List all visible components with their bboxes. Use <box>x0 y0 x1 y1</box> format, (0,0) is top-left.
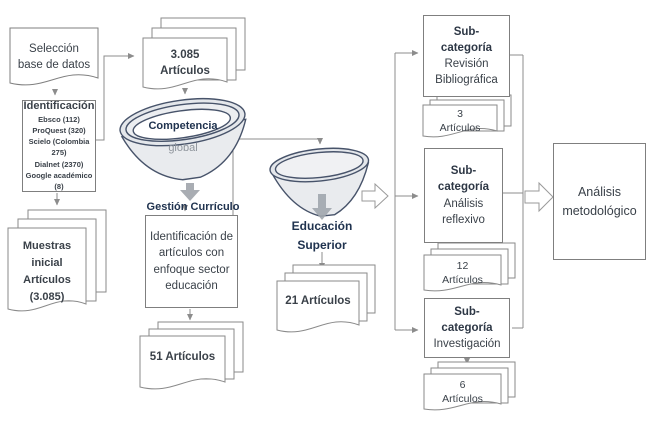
document-stack-muestras <box>7 209 107 312</box>
database-item: Dialnet (2370) <box>34 159 84 169</box>
articulos-51-doc-label: 51 Artículos <box>149 350 216 363</box>
document-stack-21 <box>276 264 376 333</box>
articulos-21-doc-label: 21 Artículos <box>285 294 351 307</box>
database-item: ProQuest (320) <box>32 125 86 135</box>
identificacion-title: Identificación <box>23 99 95 112</box>
block-arrow-to-analisis-icon <box>524 181 554 213</box>
educacion-superior-label: Educación Superior <box>291 219 353 252</box>
identificacion-box: Identificación Ebsco (112) ProQuest (320… <box>22 100 96 192</box>
subcategory-title: Sub- categoría <box>441 305 493 334</box>
analisis-metodologico-box: Análisis metodológico <box>553 143 646 260</box>
document-stack-3085 <box>142 17 246 90</box>
block-arrow-to-subcategories-icon <box>361 182 389 210</box>
database-item: Google académico (8) <box>25 170 93 192</box>
database-item: Ebsco (112) <box>38 114 80 124</box>
subcategory-box-analisis-reflexivo: Sub- categoría Análisis reflexivo <box>424 148 503 243</box>
funnel1-label-competencia: Competencia <box>148 120 218 132</box>
subcategory-body: Análisis reflexivo <box>442 197 485 226</box>
articulos-6-doc-label: 6 Artículos <box>442 378 483 405</box>
funnel1-output-arrow-icon <box>180 183 200 201</box>
subcategory-body: Revisión Bibliográfica <box>435 58 498 87</box>
articulos-12-doc-label: 12 Artículos <box>442 259 483 286</box>
database-list: Ebsco (112) ProQuest (320) Scielo (Colom… <box>24 114 94 193</box>
subcategory-box-revision: Sub- categoría Revisión Bibliográfica <box>423 15 510 97</box>
document-stack-12 <box>423 242 516 292</box>
document-stack-3 <box>422 94 512 138</box>
subcategory-title: Sub- categoría <box>437 165 490 194</box>
enfoque-box: Identificación de artículos con enfoque … <box>145 215 238 308</box>
articulos-3-doc-label: 3 Artículos <box>439 107 481 134</box>
document-stack-6 <box>423 361 516 411</box>
seleccion-doc-label: Selección base de datos <box>17 42 91 71</box>
muestras-doc-label: Muestras inicial Artículos (3.085) <box>22 239 72 304</box>
subcategory-body: Investigación <box>433 338 501 351</box>
subcategory-title: Sub- categoría <box>440 25 493 54</box>
gestion-curriculo-label: Gestión Currículo <box>146 200 240 213</box>
connector-lines <box>52 50 524 365</box>
funnel1-label-global: global <box>168 141 198 154</box>
document-stack-51 <box>139 321 244 390</box>
subcategory-box-investigacion: Sub- categoría Investigación <box>424 298 510 358</box>
articulos-3085-doc-label: 3.085 Artículos <box>160 48 210 77</box>
funnel2-output-arrow-icon <box>312 194 332 220</box>
funnel-educacion-icon <box>269 147 370 217</box>
document-seleccion <box>9 27 99 86</box>
funnel-competencia-icon <box>119 97 247 181</box>
database-item: Scielo (Colombia 275) <box>28 137 90 158</box>
